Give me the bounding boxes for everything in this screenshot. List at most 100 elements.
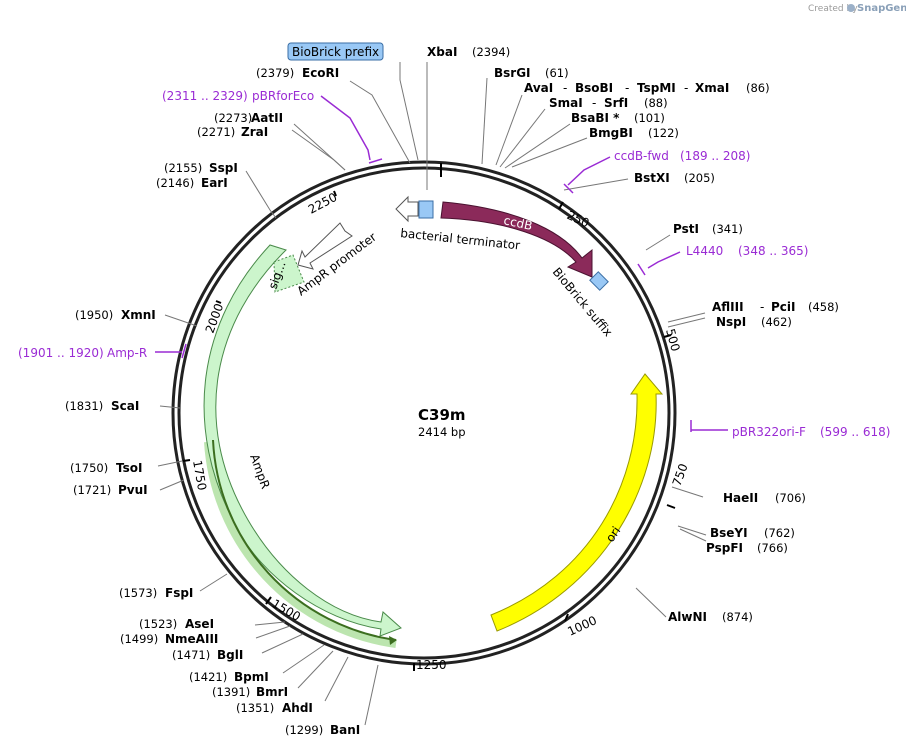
primer-range: (599 .. 618) (820, 425, 890, 439)
enzyme-position: (1421) (189, 670, 227, 684)
enzyme-name[interactable]: PspFI (706, 541, 743, 555)
tick-marks (182, 190, 676, 671)
tick-label: 1750 (190, 459, 209, 492)
enzyme-name[interactable]: NmeAIII (165, 632, 218, 646)
ccdb-feature-arrow[interactable] (440, 201, 593, 278)
enzyme-name[interactable]: BsaBI * (571, 111, 620, 125)
primer-marks (155, 95, 728, 432)
enzyme-position: (88) (644, 96, 668, 110)
enzyme-name[interactable]: XbaI (427, 45, 457, 59)
enzyme-name[interactable]: ZraI (241, 125, 268, 139)
enzyme-name[interactable]: AseI (185, 617, 214, 631)
enzyme-position: (2273) (214, 111, 252, 125)
enzyme-name[interactable]: AhdI (282, 701, 313, 715)
biobrick-prefix-tag[interactable] (287, 42, 384, 61)
enzyme-name[interactable]: BanI (330, 723, 360, 737)
enzyme-name[interactable]: PvuI (118, 483, 148, 497)
enzyme-position: (61) (545, 66, 569, 80)
tick-label: 500 (663, 327, 682, 353)
enzyme-name[interactable]: TspMI (637, 81, 676, 95)
bacterial-terminator-arrow[interactable] (395, 195, 419, 223)
enzyme-name[interactable]: AvaI (524, 81, 553, 95)
enzyme-position: (706) (775, 491, 806, 505)
enzyme-name[interactable]: SrfI (604, 96, 628, 110)
enzyme-position: (874) (722, 610, 753, 624)
ampr-signal-highlight (204, 441, 397, 648)
enzyme-name[interactable]: FspI (165, 586, 193, 600)
enzyme-position: (1831) (65, 399, 103, 413)
backbone-inner-strand (177, 166, 671, 660)
primer-name[interactable]: pBR322ori-F (732, 425, 806, 439)
enzyme-position: (1573) (119, 586, 157, 600)
ori-feature-arrow[interactable] (490, 373, 664, 632)
tick-label: 250 (565, 208, 592, 230)
enzyme-position: (2146) (156, 176, 194, 190)
backbone-outer-strand (171, 160, 677, 666)
enzyme-name[interactable]: TsoI (116, 461, 142, 475)
primer-range: (2311 .. 2329) (162, 89, 248, 103)
enzyme-name[interactable]: XmnI (121, 308, 156, 322)
enzyme-name[interactable]: BstXI (634, 171, 670, 185)
enzyme-name[interactable]: BmgBI (589, 126, 633, 140)
enzyme-name[interactable]: AflIII (712, 300, 744, 314)
enzyme-name[interactable]: EcoRI (302, 66, 339, 80)
ampr-feature-arrow[interactable] (203, 244, 402, 637)
primer-range: (348 .. 365) (738, 244, 808, 258)
ccdb-label: ccdB (502, 213, 533, 233)
enzyme-position: (2379) (256, 66, 294, 80)
enzyme-name[interactable]: XmaI (695, 81, 729, 95)
primer-name[interactable]: pBRforEco (252, 89, 314, 103)
enzyme-name[interactable]: SmaI (549, 96, 583, 110)
biobrick-prefix-label: BioBrick prefix (292, 45, 379, 59)
enzyme-separator: - (684, 81, 688, 95)
bacterial-terminator-label: bacterial terminator (400, 226, 521, 252)
enzyme-position: (462) (761, 315, 792, 329)
enzyme-position: (1721) (73, 483, 111, 497)
enzyme-name[interactable]: BsoBI (575, 81, 613, 95)
enzyme-separator: - (563, 81, 567, 95)
enzyme-position: (1499) (120, 632, 158, 646)
enzyme-position: (2271) (197, 125, 235, 139)
biobrick-prefix-box[interactable] (418, 200, 434, 219)
enzyme-position: (86) (746, 81, 770, 95)
leader-lines (157, 62, 707, 726)
enzyme-name[interactable]: BsrGI (494, 66, 531, 80)
primer-name[interactable]: Amp-R (107, 346, 147, 360)
primer-range: (1901 .. 1920) (18, 346, 104, 360)
ampr-promoter-arrow[interactable] (297, 222, 353, 270)
enzyme-name[interactable]: BseYI (710, 526, 748, 540)
enzyme-position: (341) (712, 222, 743, 236)
signal-peptide-box[interactable] (273, 254, 305, 293)
primer-name[interactable]: L4440 (686, 244, 723, 258)
enzyme-name[interactable]: EarI (201, 176, 228, 190)
plasmid-name: C39m (418, 406, 466, 424)
credit-brand: SnapGene (857, 3, 906, 14)
enzyme-name[interactable]: BpmI (234, 670, 269, 684)
enzyme-position: (1950) (75, 308, 113, 322)
enzyme-name[interactable]: BglI (217, 648, 243, 662)
enzyme-name[interactable]: AatII (251, 111, 283, 125)
ampr-primer-line (212, 439, 397, 641)
enzyme-position: (2155) (164, 161, 202, 175)
enzyme-name[interactable]: SspI (209, 161, 238, 175)
credit-text: Created by (808, 4, 858, 14)
enzyme-name[interactable]: PstI (673, 222, 699, 236)
enzyme-position: (1351) (236, 701, 274, 715)
biobrick-suffix-box[interactable] (589, 271, 609, 291)
tick-label: 750 (670, 462, 691, 488)
primer-name[interactable]: ccdB-fwd (614, 149, 669, 163)
tick-label: 2250 (306, 190, 340, 217)
enzyme-name[interactable]: PciI (771, 300, 796, 314)
snapgene-logo-icon (847, 4, 855, 12)
plasmid-length: 2414 bp (418, 425, 466, 439)
enzyme-position: (762) (764, 526, 795, 540)
enzyme-name[interactable]: BmrI (256, 685, 288, 699)
enzyme-position: (1471) (172, 648, 210, 662)
enzyme-name[interactable]: NspI (716, 315, 746, 329)
primer-range: (189 .. 208) (680, 149, 750, 163)
enzyme-name[interactable]: ScaI (111, 399, 139, 413)
enzyme-position: (1299) (285, 723, 323, 737)
enzyme-name[interactable]: AlwNI (668, 610, 707, 624)
enzyme-name[interactable]: HaeII (723, 491, 758, 505)
